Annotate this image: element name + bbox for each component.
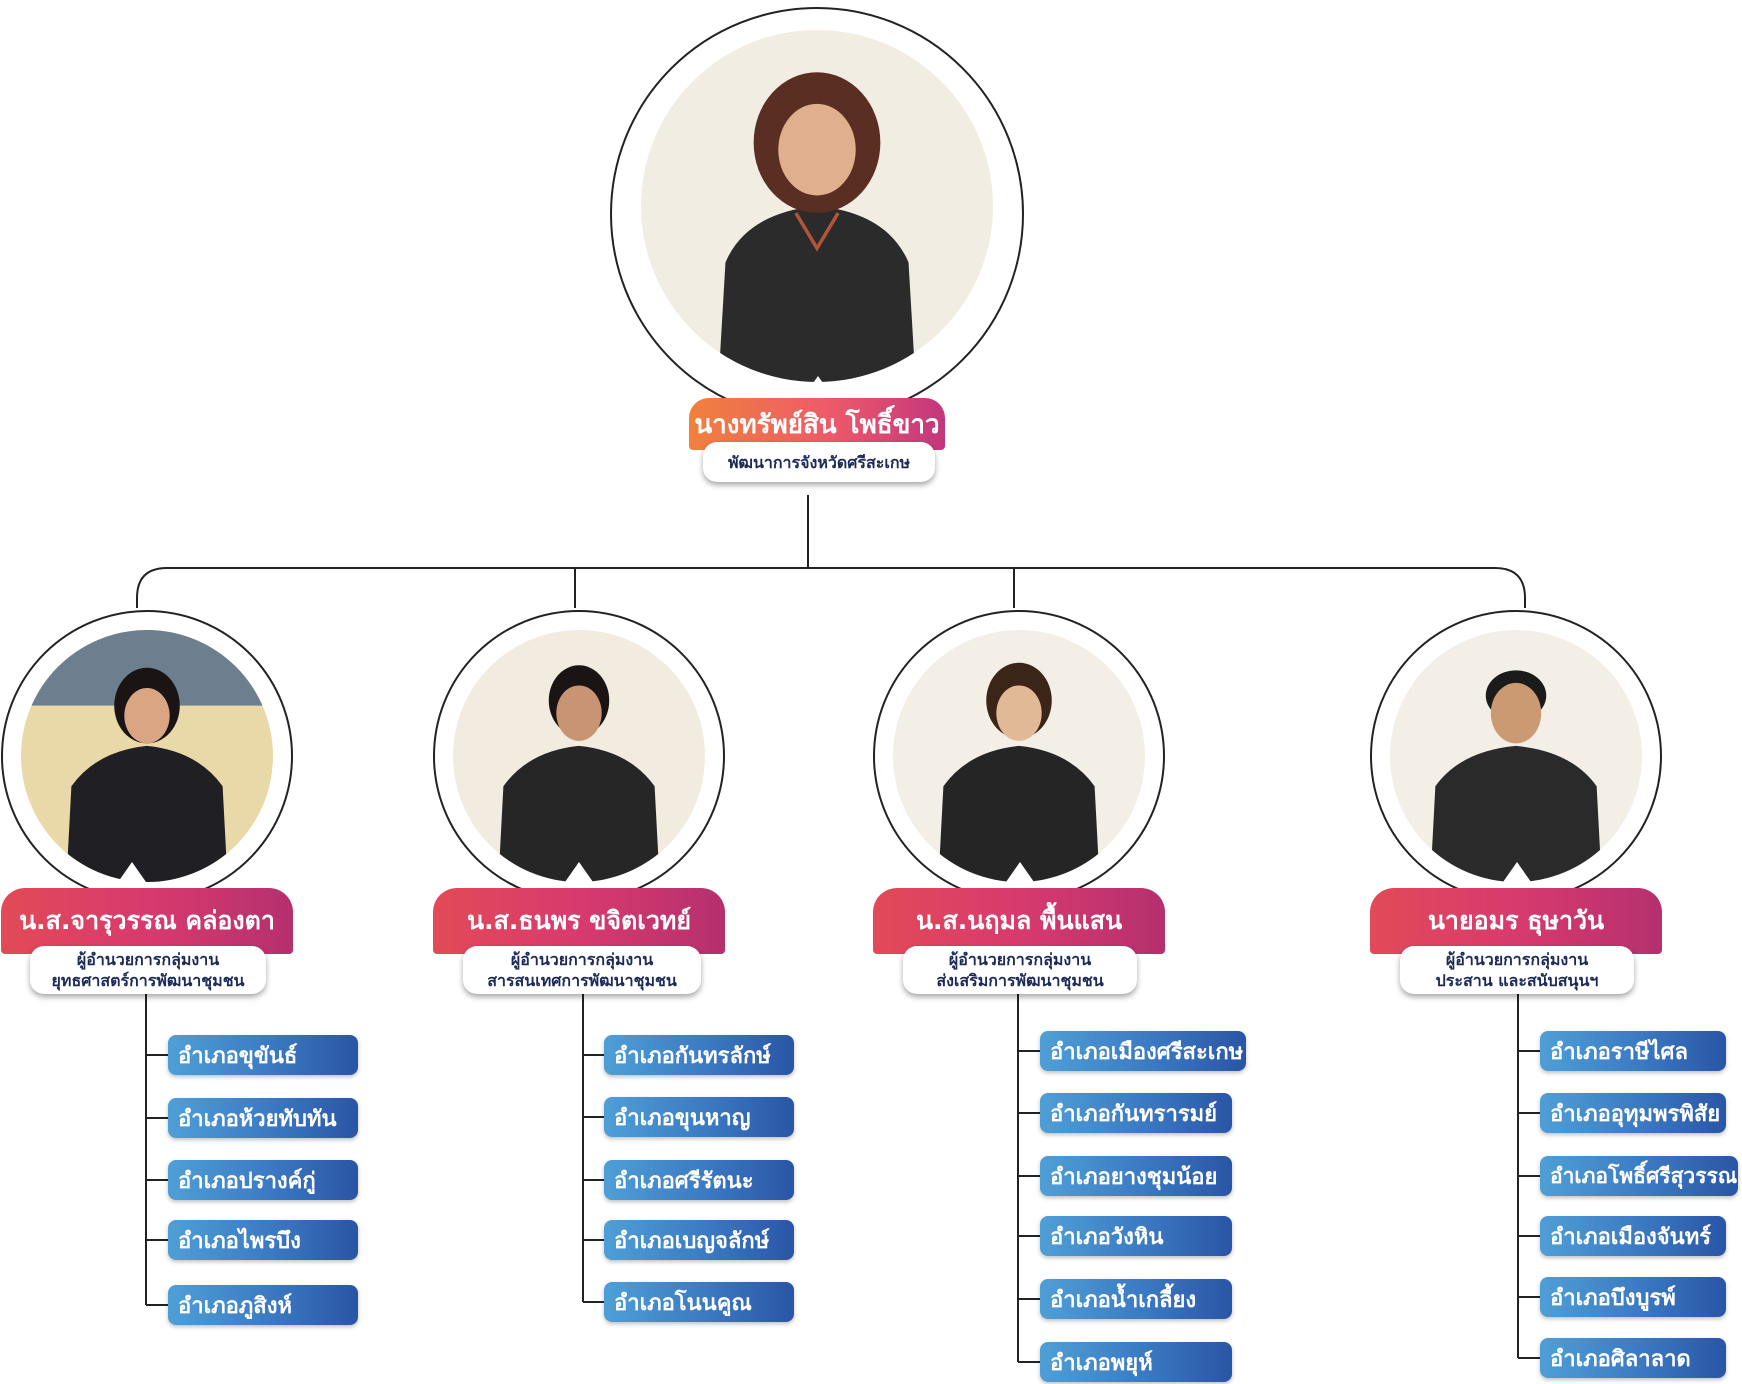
manager-1-district-4[interactable]: อำเภอไพรบึง [168, 1220, 358, 1260]
manager-4-name: นายอมร ธุษาวัน [1427, 906, 1605, 935]
manager-4-district-3[interactable]: อำเภอโพธิ์ศรีสุวรรณ [1540, 1156, 1738, 1196]
manager-4-district-2[interactable]: อำเภออุทุมพรพิสัย [1540, 1093, 1726, 1133]
manager-4-district-5[interactable]: อำเภอบึงบูรพ์ [1540, 1277, 1726, 1317]
manager-2-name-bar: น.ส.ธนพร ขจิตเวทย์ [433, 888, 725, 954]
manager-3-district-2[interactable]: อำเภอกันทรารมย์ [1040, 1093, 1232, 1133]
manager-2-district-5[interactable]: อำเภอโนนคูณ [604, 1282, 794, 1322]
top-up-triangle-icon [804, 376, 832, 396]
manager-2-district-4[interactable]: อำเภอเบญจลักษ์ [604, 1220, 794, 1260]
manager-4-photo [1390, 630, 1642, 882]
top-title: พัฒนาการจังหวัดศรีสะเกษ [727, 452, 911, 472]
top-name: นางทรัพย์สิน โพธิ์ขาว [694, 409, 940, 440]
manager-1-district-3[interactable]: อำเภอปรางค์กู่ [168, 1160, 358, 1200]
manager-3-district-1[interactable]: อำเภอเมืองศรีสะเกษ [1040, 1031, 1246, 1071]
manager-1-name: น.ส.จารุวรรณ คล่องตา [19, 906, 275, 935]
manager-1-up-triangle-icon [118, 862, 146, 882]
manager-4-title-box: ผู้อำนวยการกลุ่มงาน ประสาน และสนับสนุนฯ [1400, 946, 1634, 994]
manager-4-up-triangle-icon [1503, 862, 1531, 882]
manager-3-title-line2: ส่งเสริมการพัฒนาชุมชน [936, 971, 1104, 990]
top-name-bar: นางทรัพย์สิน โพธิ์ขาว [689, 398, 945, 450]
manager-3-photo [893, 630, 1145, 882]
manager-2-title-box: ผู้อำนวยการกลุ่มงาน สารสนเทศการพัฒนาชุมช… [463, 946, 701, 994]
manager-4-district-4[interactable]: อำเภอเมืองจันทร์ [1540, 1216, 1726, 1256]
manager-4-name-bar: นายอมร ธุษาวัน [1370, 888, 1662, 954]
manager-4-district-6[interactable]: อำเภอศิลาลาด [1540, 1338, 1726, 1378]
manager-4-title-line1: ผู้อำนวยการกลุ่มงาน [1445, 950, 1589, 969]
manager-3-district-6[interactable]: อำเภอพยุห์ [1040, 1342, 1232, 1382]
manager-3-up-triangle-icon [1006, 862, 1034, 882]
manager-1-district-5[interactable]: อำเภอภูสิงห์ [168, 1285, 358, 1325]
manager-2-title-line2: สารสนเทศการพัฒนาชุมชน [487, 971, 677, 990]
manager-2-photo [453, 630, 705, 882]
top-title-box: พัฒนาการจังหวัดศรีสะเกษ [703, 442, 935, 482]
manager-3-district-5[interactable]: อำเภอน้ำเกลี้ยง [1040, 1279, 1232, 1319]
manager-1-name-bar: น.ส.จารุวรรณ คล่องตา [1, 888, 293, 954]
manager-3-district-3[interactable]: อำเภอยางชุมน้อย [1040, 1156, 1232, 1196]
manager-1-title-box: ผู้อำนวยการกลุ่มงาน ยุทธศาสตร์การพัฒนาชุ… [30, 946, 266, 994]
manager-1-photo [21, 630, 273, 882]
manager-2-district-1[interactable]: อำเภอกันทรลักษ์ [604, 1035, 794, 1075]
top-person-photo [641, 30, 993, 382]
manager-2-up-triangle-icon [565, 862, 593, 882]
manager-1-district-2[interactable]: อำเภอห้วยทับทัน [168, 1098, 358, 1138]
manager-3-title-box: ผู้อำนวยการกลุ่มงาน ส่งเสริมการพัฒนาชุมช… [903, 946, 1137, 994]
manager-4-district-1[interactable]: อำเภอราษีไศล [1540, 1031, 1726, 1071]
manager-2-district-3[interactable]: อำเภอศรีรัตนะ [604, 1160, 794, 1200]
manager-2-title-line1: ผู้อำนวยการกลุ่มงาน [510, 950, 654, 969]
manager-1-title-line2: ยุทธศาสตร์การพัฒนาชุมชน [51, 971, 245, 990]
manager-3-name-bar: น.ส.นฤมล พื้นแสน [873, 888, 1165, 954]
manager-3-district-4[interactable]: อำเภอวังหิน [1040, 1216, 1232, 1256]
manager-2-district-2[interactable]: อำเภอขุนหาญ [604, 1097, 794, 1137]
manager-2-name: น.ส.ธนพร ขจิตเวทย์ [467, 906, 691, 935]
manager-3-title-line1: ผู้อำนวยการกลุ่มงาน [948, 950, 1092, 969]
manager-3-name: น.ส.นฤมล พื้นแสน [915, 906, 1123, 935]
manager-1-district-1[interactable]: อำเภอขุขันธ์ [168, 1035, 358, 1075]
manager-4-title-line2: ประสาน และสนับสนุนฯ [1435, 971, 1599, 990]
manager-1-title-line1: ผู้อำนวยการกลุ่มงาน [76, 950, 220, 969]
